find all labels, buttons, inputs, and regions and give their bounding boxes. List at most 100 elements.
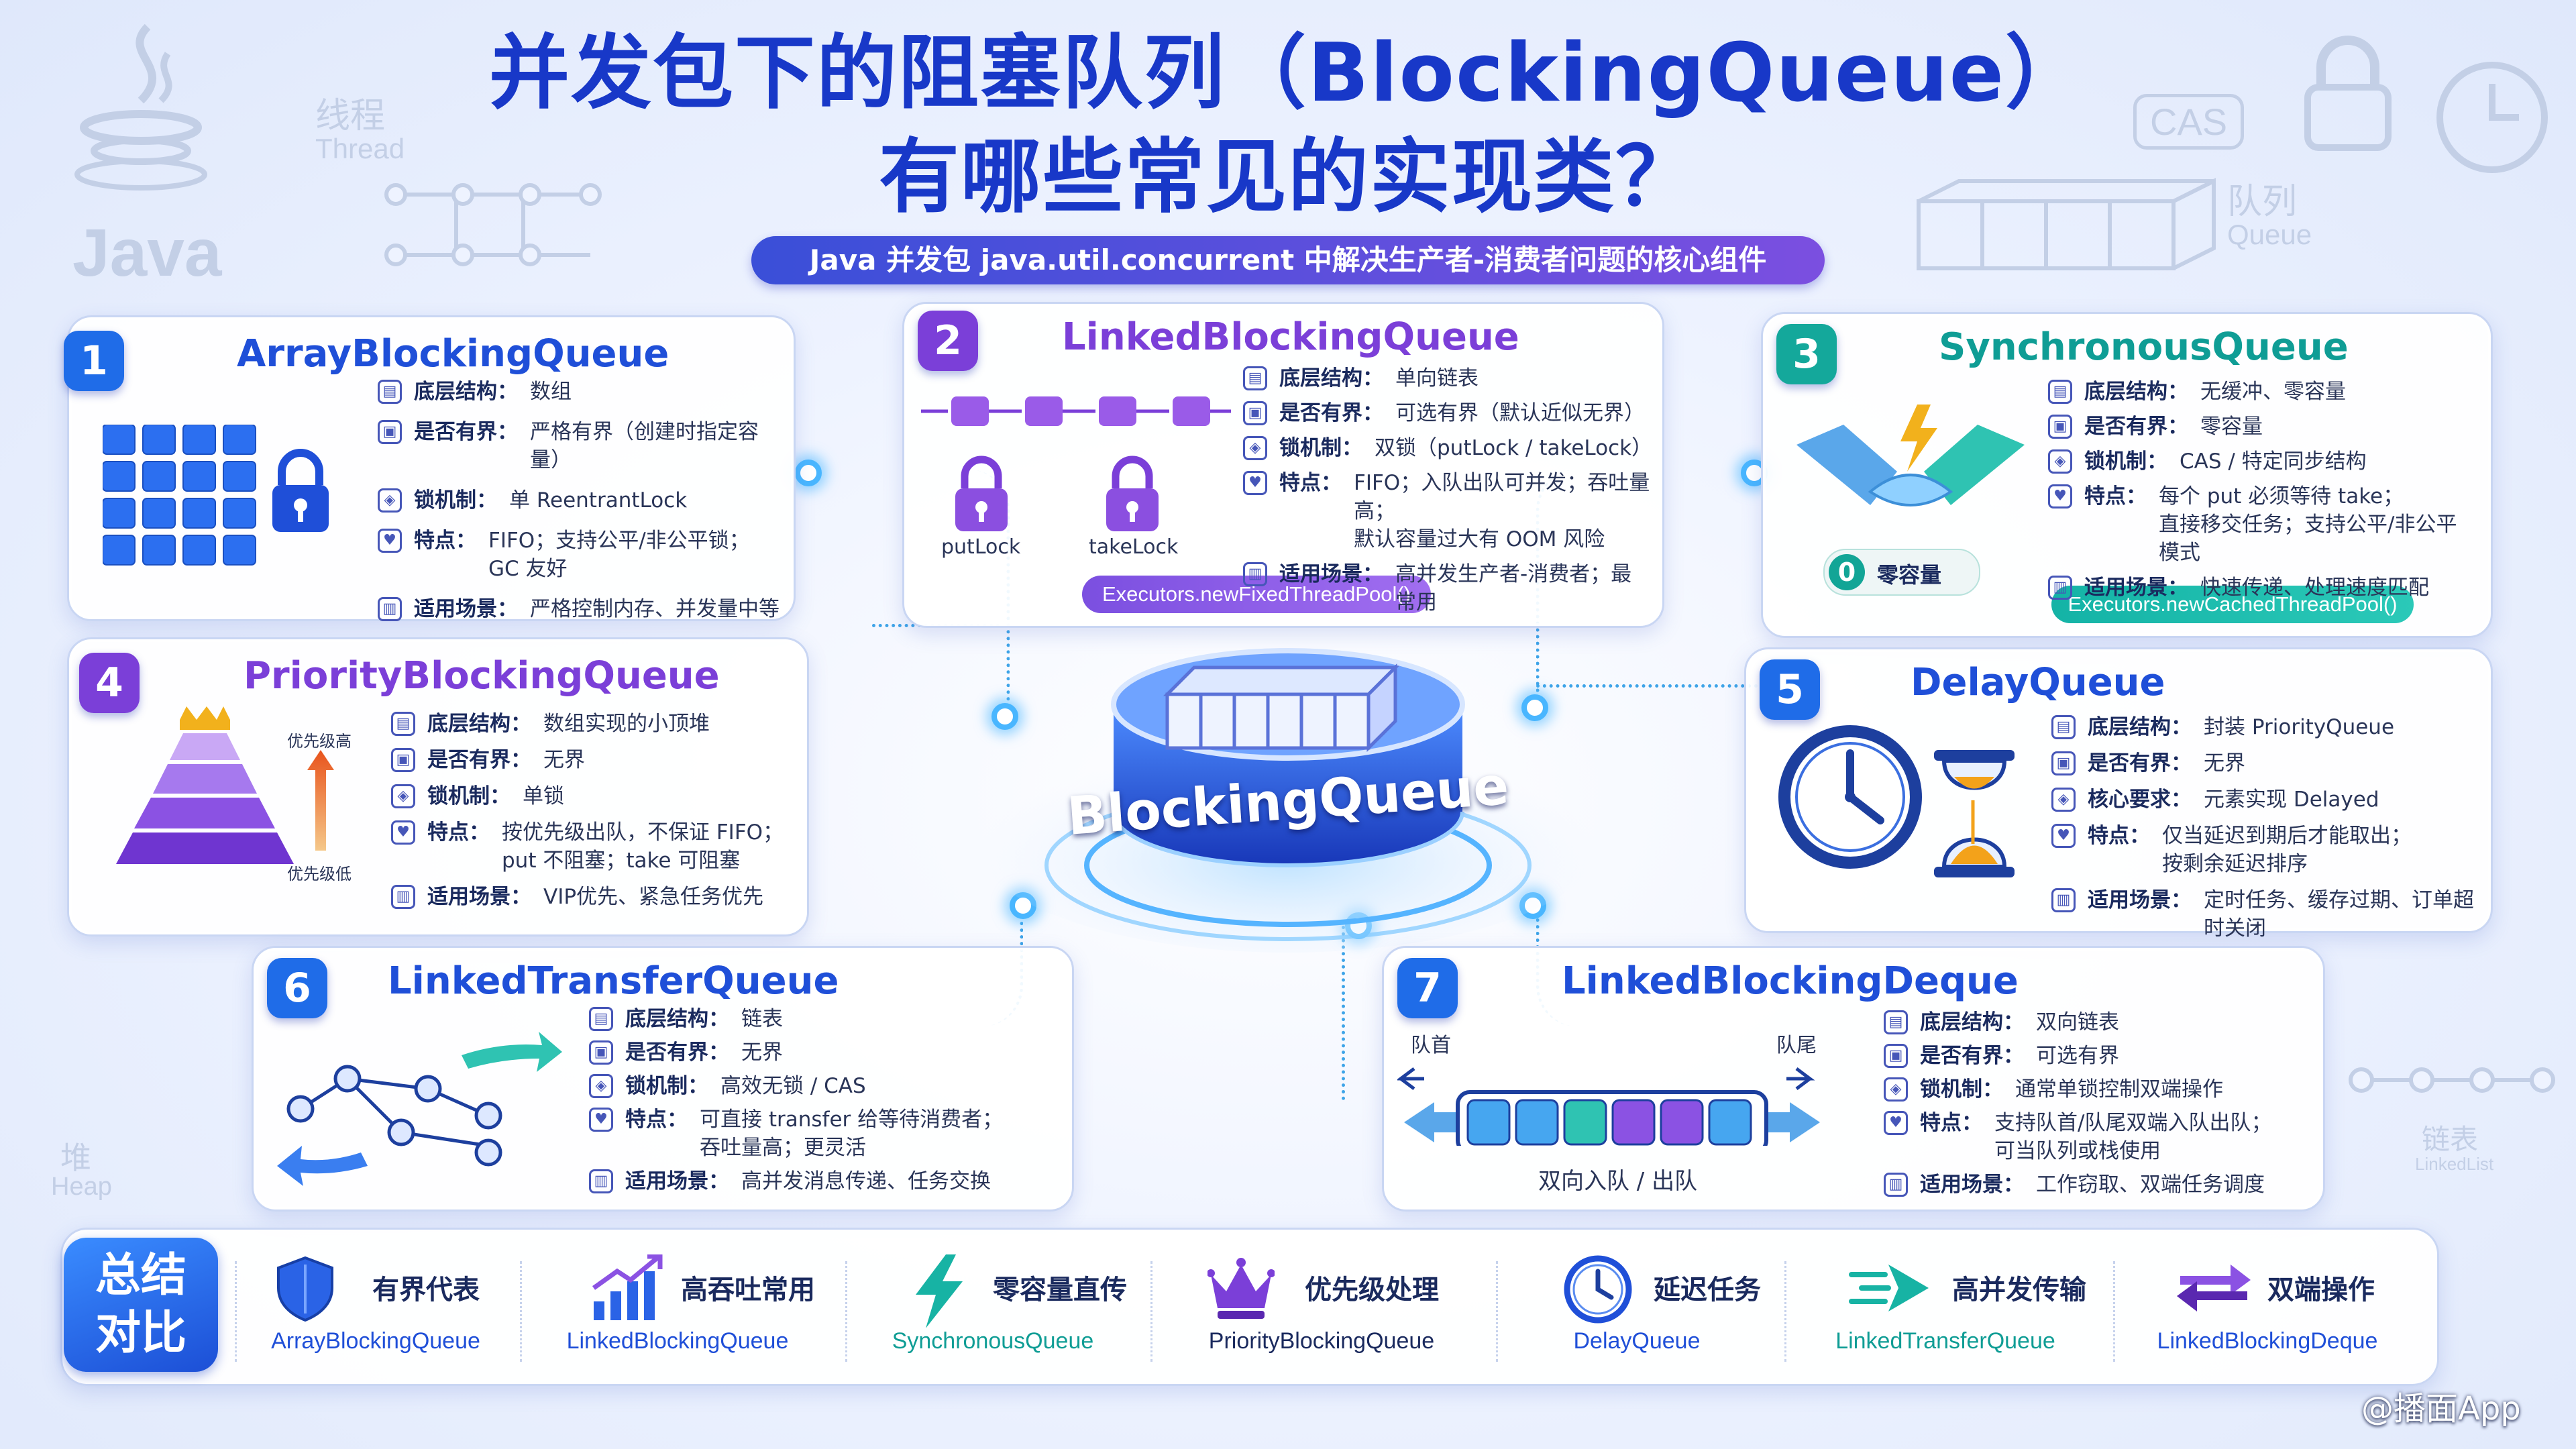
center-blockingqueue: [966, 617, 1610, 966]
summary-divider: [1496, 1261, 1500, 1362]
scenario-icon: ▥: [589, 1169, 613, 1193]
summary-item: 零容量直传 SynchronousQueue: [845, 1248, 1140, 1382]
take-lock-label: takeLock: [1089, 535, 1179, 559]
prop-key: 特点：: [1279, 471, 1342, 495]
summary-item-class: DelayQueue: [1573, 1328, 1701, 1354]
prop-value: VIP优先、紧急任务优先: [543, 885, 764, 909]
lock-mech-icon: ◈: [1884, 1077, 1908, 1102]
zero-capacity-badge: 0 零容量: [1823, 549, 1980, 596]
prop-value: 可选有界: [2036, 1044, 2119, 1068]
deque-icon: [1395, 1059, 1827, 1155]
summary-item-label: 零容量直传: [993, 1275, 1127, 1305]
bound-icon: ▣: [1884, 1044, 1908, 1068]
summary-item-label: 高吞吐常用: [681, 1275, 815, 1305]
put-lock-icon: [951, 455, 1012, 538]
card-linkedtransferqueue: 6 LinkedTransferQueue ▤底层结构：链表 ▣是否有界：无界 …: [252, 946, 1074, 1212]
prop-key: 特点：: [2088, 824, 2150, 848]
cached-thread-pool-pill: Executors.newCachedThreadPool(): [2051, 586, 2414, 623]
bound-icon: ▣: [2048, 415, 2072, 439]
prop-key: 是否有界：: [625, 1040, 729, 1065]
connector-7: [1342, 926, 1347, 1100]
scenario-icon: ▥: [2048, 576, 2072, 600]
prop-value: 高并发生产者-消费者；最常用: [1395, 562, 1632, 614]
priority-high-label: 优先级高: [287, 732, 352, 751]
prop-value: 按优先级出队，不保证 FIFO； put 不阻塞；take 可阻塞: [502, 820, 784, 873]
card-title: PriorityBlockingQueue: [244, 654, 720, 698]
prop-key: 特点：: [625, 1108, 688, 1132]
summary-item: 双端操作 LinkedBlockingDeque: [2120, 1248, 2415, 1382]
props-list: ▤底层结构：封装 PriorityQueue ▣是否有界：无界 ◈核心要求：元素…: [2051, 713, 2481, 951]
prop-key: 锁机制：: [427, 784, 511, 808]
prop-value: 零容量: [2200, 415, 2263, 439]
take-lock-icon: [1102, 455, 1163, 538]
prop-key: 是否有界：: [414, 420, 518, 444]
card-number: 3: [1776, 324, 1837, 384]
prop-key: 是否有界：: [2088, 751, 2192, 775]
summary-divider: [520, 1261, 524, 1362]
structure-icon: ▤: [391, 712, 415, 736]
bound-icon: ▣: [2051, 751, 2076, 775]
deco-cas-text: CAS: [2133, 94, 2245, 150]
summary-item: 高并发传输 LinkedTransferQueue: [1798, 1248, 2093, 1382]
summary-item: 优先级处理 PriorityBlockingQueue: [1174, 1248, 1469, 1382]
summary-item-label: 有界代表: [372, 1275, 480, 1305]
prop-value: 支持队首/队尾双端入队出队； 可当队列或栈使用: [1994, 1111, 2272, 1163]
summary-item: 延迟任务 DelayQueue: [1489, 1248, 1784, 1382]
priority-pyramid-icon: [106, 706, 307, 870]
scenario-icon: ▥: [391, 885, 415, 909]
prop-value: FIFO；入队出队可并发；吞吐量高； 默认容量过大有 OOM 风险: [1354, 471, 1650, 551]
prop-value: 高并发消息传递、任务交换: [741, 1169, 991, 1193]
bound-icon: ▣: [589, 1040, 613, 1065]
prop-key: 底层结构：: [1279, 366, 1383, 390]
summary-divider: [1150, 1261, 1155, 1362]
priority-low-label: 优先级低: [287, 865, 352, 883]
prop-key: 特点：: [1920, 1111, 1982, 1135]
prop-value: 通常单锁控制双端操作: [2015, 1077, 2223, 1102]
clock-icon: [1563, 1254, 1632, 1324]
lock-mech-icon: ◈: [589, 1074, 613, 1098]
connector-node: [991, 703, 1018, 730]
lock-mech-icon: ◈: [391, 784, 415, 808]
deco-thread-en: Thread: [315, 133, 405, 164]
card-number: 1: [64, 331, 124, 391]
double-arrow-icon: [2174, 1254, 2254, 1322]
prop-key: 核心要求：: [2088, 788, 2192, 812]
prop-value: 仅当延迟到期后才能取出； 按剩余延迟排序: [2162, 824, 2412, 876]
up-arrow-icon: [307, 750, 334, 853]
summary-item-label: 双端操作: [2267, 1275, 2375, 1305]
deque-head-label: 队首: [1411, 1034, 1451, 1057]
prop-value: 严格有界（创建时指定容量）: [530, 420, 759, 472]
props-list: ▤底层结构：单向链表 ▣是否有界：可选有界（默认近似无界） ◈锁机制：双锁（pu…: [1243, 364, 1652, 623]
connector-node: [795, 460, 822, 486]
lightning-icon: [909, 1254, 969, 1328]
prop-value: 单锁: [523, 784, 564, 808]
page-title-line1: 并发包下的阻塞队列（BlockingQueue）: [488, 27, 2088, 120]
hourglass-icon: [1934, 750, 2015, 880]
bound-icon: ▣: [391, 748, 415, 772]
scenario-icon: ▥: [1243, 562, 1267, 586]
linked-list-icon: [921, 391, 1236, 434]
prop-key: 适用场景：: [2088, 888, 2192, 912]
transfer-graph-icon: [274, 1015, 562, 1192]
prop-value: 双锁（putLock / takeLock）: [1375, 436, 1653, 460]
put-lock-label: putLock: [941, 535, 1021, 559]
structure-icon: ▤: [2051, 715, 2076, 739]
prop-value: 每个 put 必须等待 take； 直接移交任务；支持公平/非公平模式: [2159, 484, 2457, 565]
scenario-icon: ▥: [1884, 1173, 1908, 1197]
deco-queue-icon: [1905, 174, 2227, 284]
feature-icon: ♥: [589, 1108, 613, 1132]
prop-value: 数组: [530, 380, 572, 404]
prop-value: 单向链表: [1395, 366, 1479, 390]
prop-value: 快速传递、处理速度匹配: [2200, 576, 2429, 600]
growth-chart-icon: [590, 1254, 663, 1322]
page-subtitle: Java 并发包 java.util.concurrent 中解决生产者-消费者…: [751, 236, 1825, 284]
feature-icon: ♥: [2048, 484, 2072, 508]
prop-key: 底层结构：: [2084, 380, 2188, 404]
deco-lock-icon: [2294, 34, 2402, 157]
summary-item-class: SynchronousQueue: [892, 1328, 1094, 1354]
feature-icon: ♥: [2051, 824, 2076, 848]
summary-item-class: LinkedTransferQueue: [1835, 1328, 2055, 1354]
thread-graph-icon: [376, 168, 604, 284]
summary-item-class: PriorityBlockingQueue: [1208, 1328, 1435, 1354]
requirement-icon: ◈: [2051, 788, 2076, 812]
